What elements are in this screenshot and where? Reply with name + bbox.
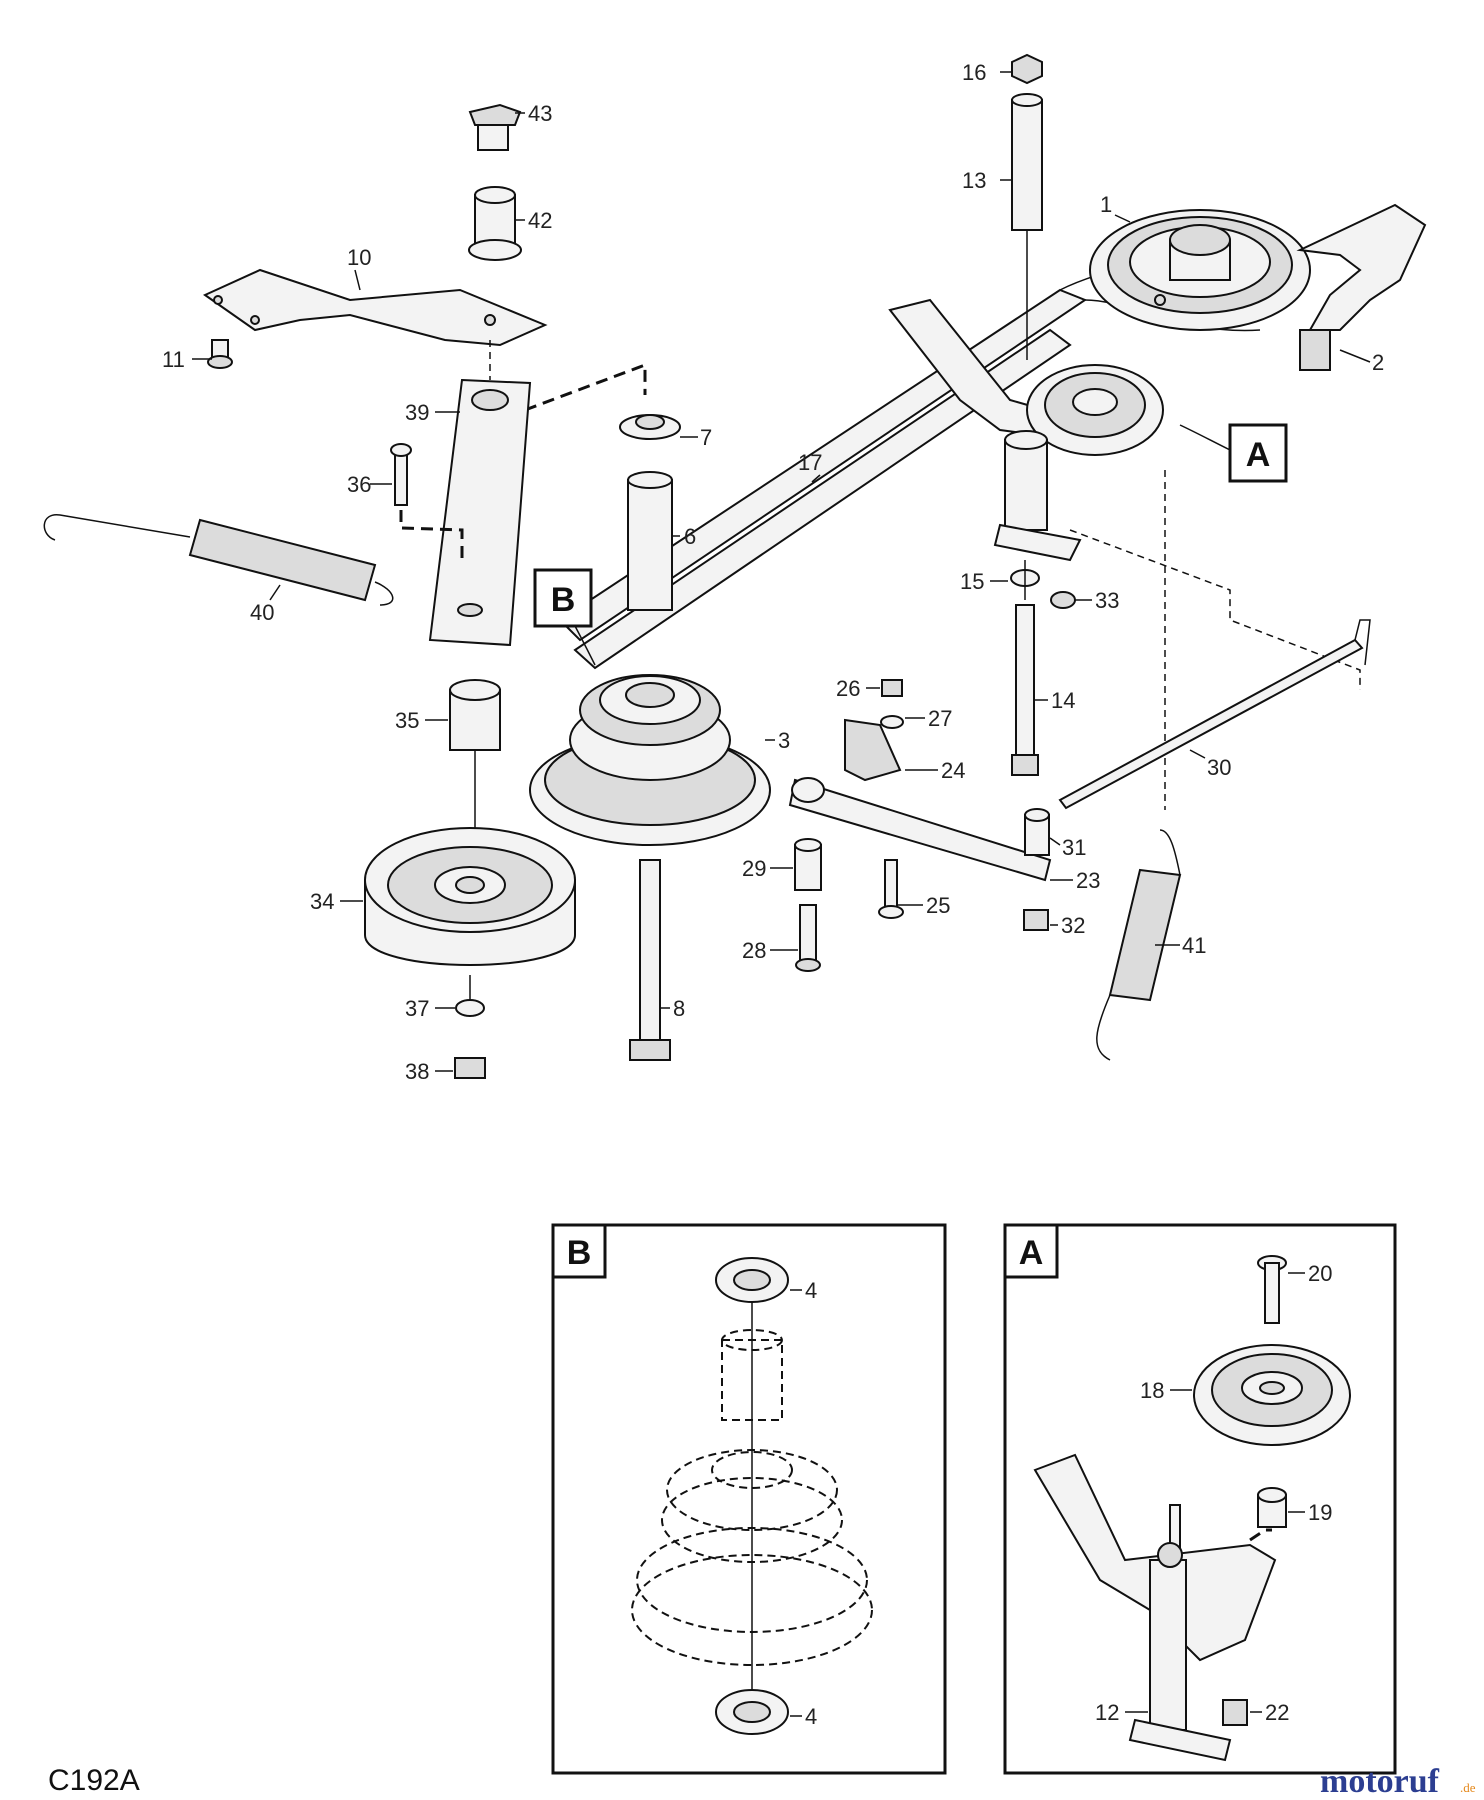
label-41: 41 (1182, 933, 1206, 958)
idler-shaft (1011, 53, 1043, 360)
label-37: 37 (405, 996, 429, 1021)
label-33: 33 (1095, 588, 1119, 613)
watermark-logo: motoruf .de (1320, 1763, 1476, 1800)
label-13: 13 (962, 168, 986, 193)
label-17: 17 (798, 450, 822, 475)
flat-idler-pulley (364, 827, 576, 1000)
idler-fasteners (454, 999, 486, 1079)
idler-bracket (888, 298, 1164, 562)
label-32: 32 (1061, 913, 1085, 938)
label-39: 39 (405, 400, 429, 425)
watermark-brand: motoruf (1320, 1763, 1440, 1800)
idler-arm (428, 340, 532, 647)
label-10: 10 (347, 245, 371, 270)
label-3: 3 (778, 728, 790, 753)
label-28: 28 (742, 938, 766, 963)
label-43: 43 (528, 101, 552, 126)
label-26: 26 (836, 676, 860, 701)
stop-block (844, 679, 904, 782)
label-16: 16 (962, 60, 986, 85)
detail-b-label: B (567, 1234, 592, 1272)
link-dash (524, 362, 647, 412)
label-18: 18 (1140, 1378, 1164, 1403)
mounting-plate (202, 268, 548, 369)
label-11: 11 (162, 347, 185, 372)
diagram-code: C192A (48, 1764, 140, 1797)
belt-routing-dashes (1069, 470, 1361, 810)
label-34: 34 (310, 889, 334, 914)
detail-b-panel: B (551, 1223, 947, 1775)
label-19: 19 (1308, 1500, 1332, 1525)
label-22: 22 (1265, 1700, 1289, 1725)
tension-spring-right (1096, 829, 1182, 1061)
label-24: 24 (941, 758, 965, 783)
detail-a-panel: A (1003, 1223, 1397, 1775)
drive-pulley-b (529, 674, 771, 846)
pivot-bushing (468, 103, 522, 261)
label-42: 42 (528, 208, 552, 233)
label-36: 36 (347, 472, 371, 497)
label-30: 30 (1207, 755, 1231, 780)
label-27: 27 (928, 706, 952, 731)
belt-guide (1296, 203, 1427, 371)
watermark-tld: .de (1460, 1780, 1476, 1795)
label-15: 15 (960, 569, 984, 594)
callout-a: A (1179, 423, 1288, 483)
engine-pulley (1089, 209, 1311, 331)
idler-bushing (449, 679, 501, 860)
control-rod (1058, 619, 1371, 810)
label-25: 25 (926, 893, 950, 918)
callout-b-label: B (551, 581, 576, 619)
label-14: 14 (1051, 688, 1075, 713)
label-38: 38 (405, 1059, 429, 1084)
pulley-spacer (619, 414, 681, 1061)
label-40: 40 (250, 600, 274, 625)
detail-a-label: A (1019, 1234, 1044, 1272)
callout-b: B (533, 568, 596, 666)
label-4-top: 4 (805, 1278, 817, 1303)
label-31: 31 (1062, 835, 1086, 860)
label-35: 35 (395, 708, 419, 733)
label-4-bottom: 4 (805, 1704, 817, 1729)
label-2: 2 (1372, 350, 1384, 375)
label-6: 6 (684, 524, 696, 549)
pivot-bolt (1010, 560, 1076, 776)
label-1: 1 (1100, 192, 1112, 217)
lever-arm (788, 777, 1052, 972)
label-23: 23 (1076, 868, 1100, 893)
callout-a-label: A (1246, 436, 1271, 474)
arm-bolt (390, 443, 464, 560)
label-20: 20 (1308, 1261, 1332, 1286)
label-29: 29 (742, 856, 766, 881)
label-7: 7 (700, 425, 712, 450)
tension-spring-left (43, 514, 394, 606)
label-8: 8 (673, 996, 685, 1021)
label-12: 12 (1095, 1700, 1119, 1725)
part-labels: 16 13 1 2 43 42 10 11 39 7 36 6 17 15 33… (162, 60, 1384, 1729)
